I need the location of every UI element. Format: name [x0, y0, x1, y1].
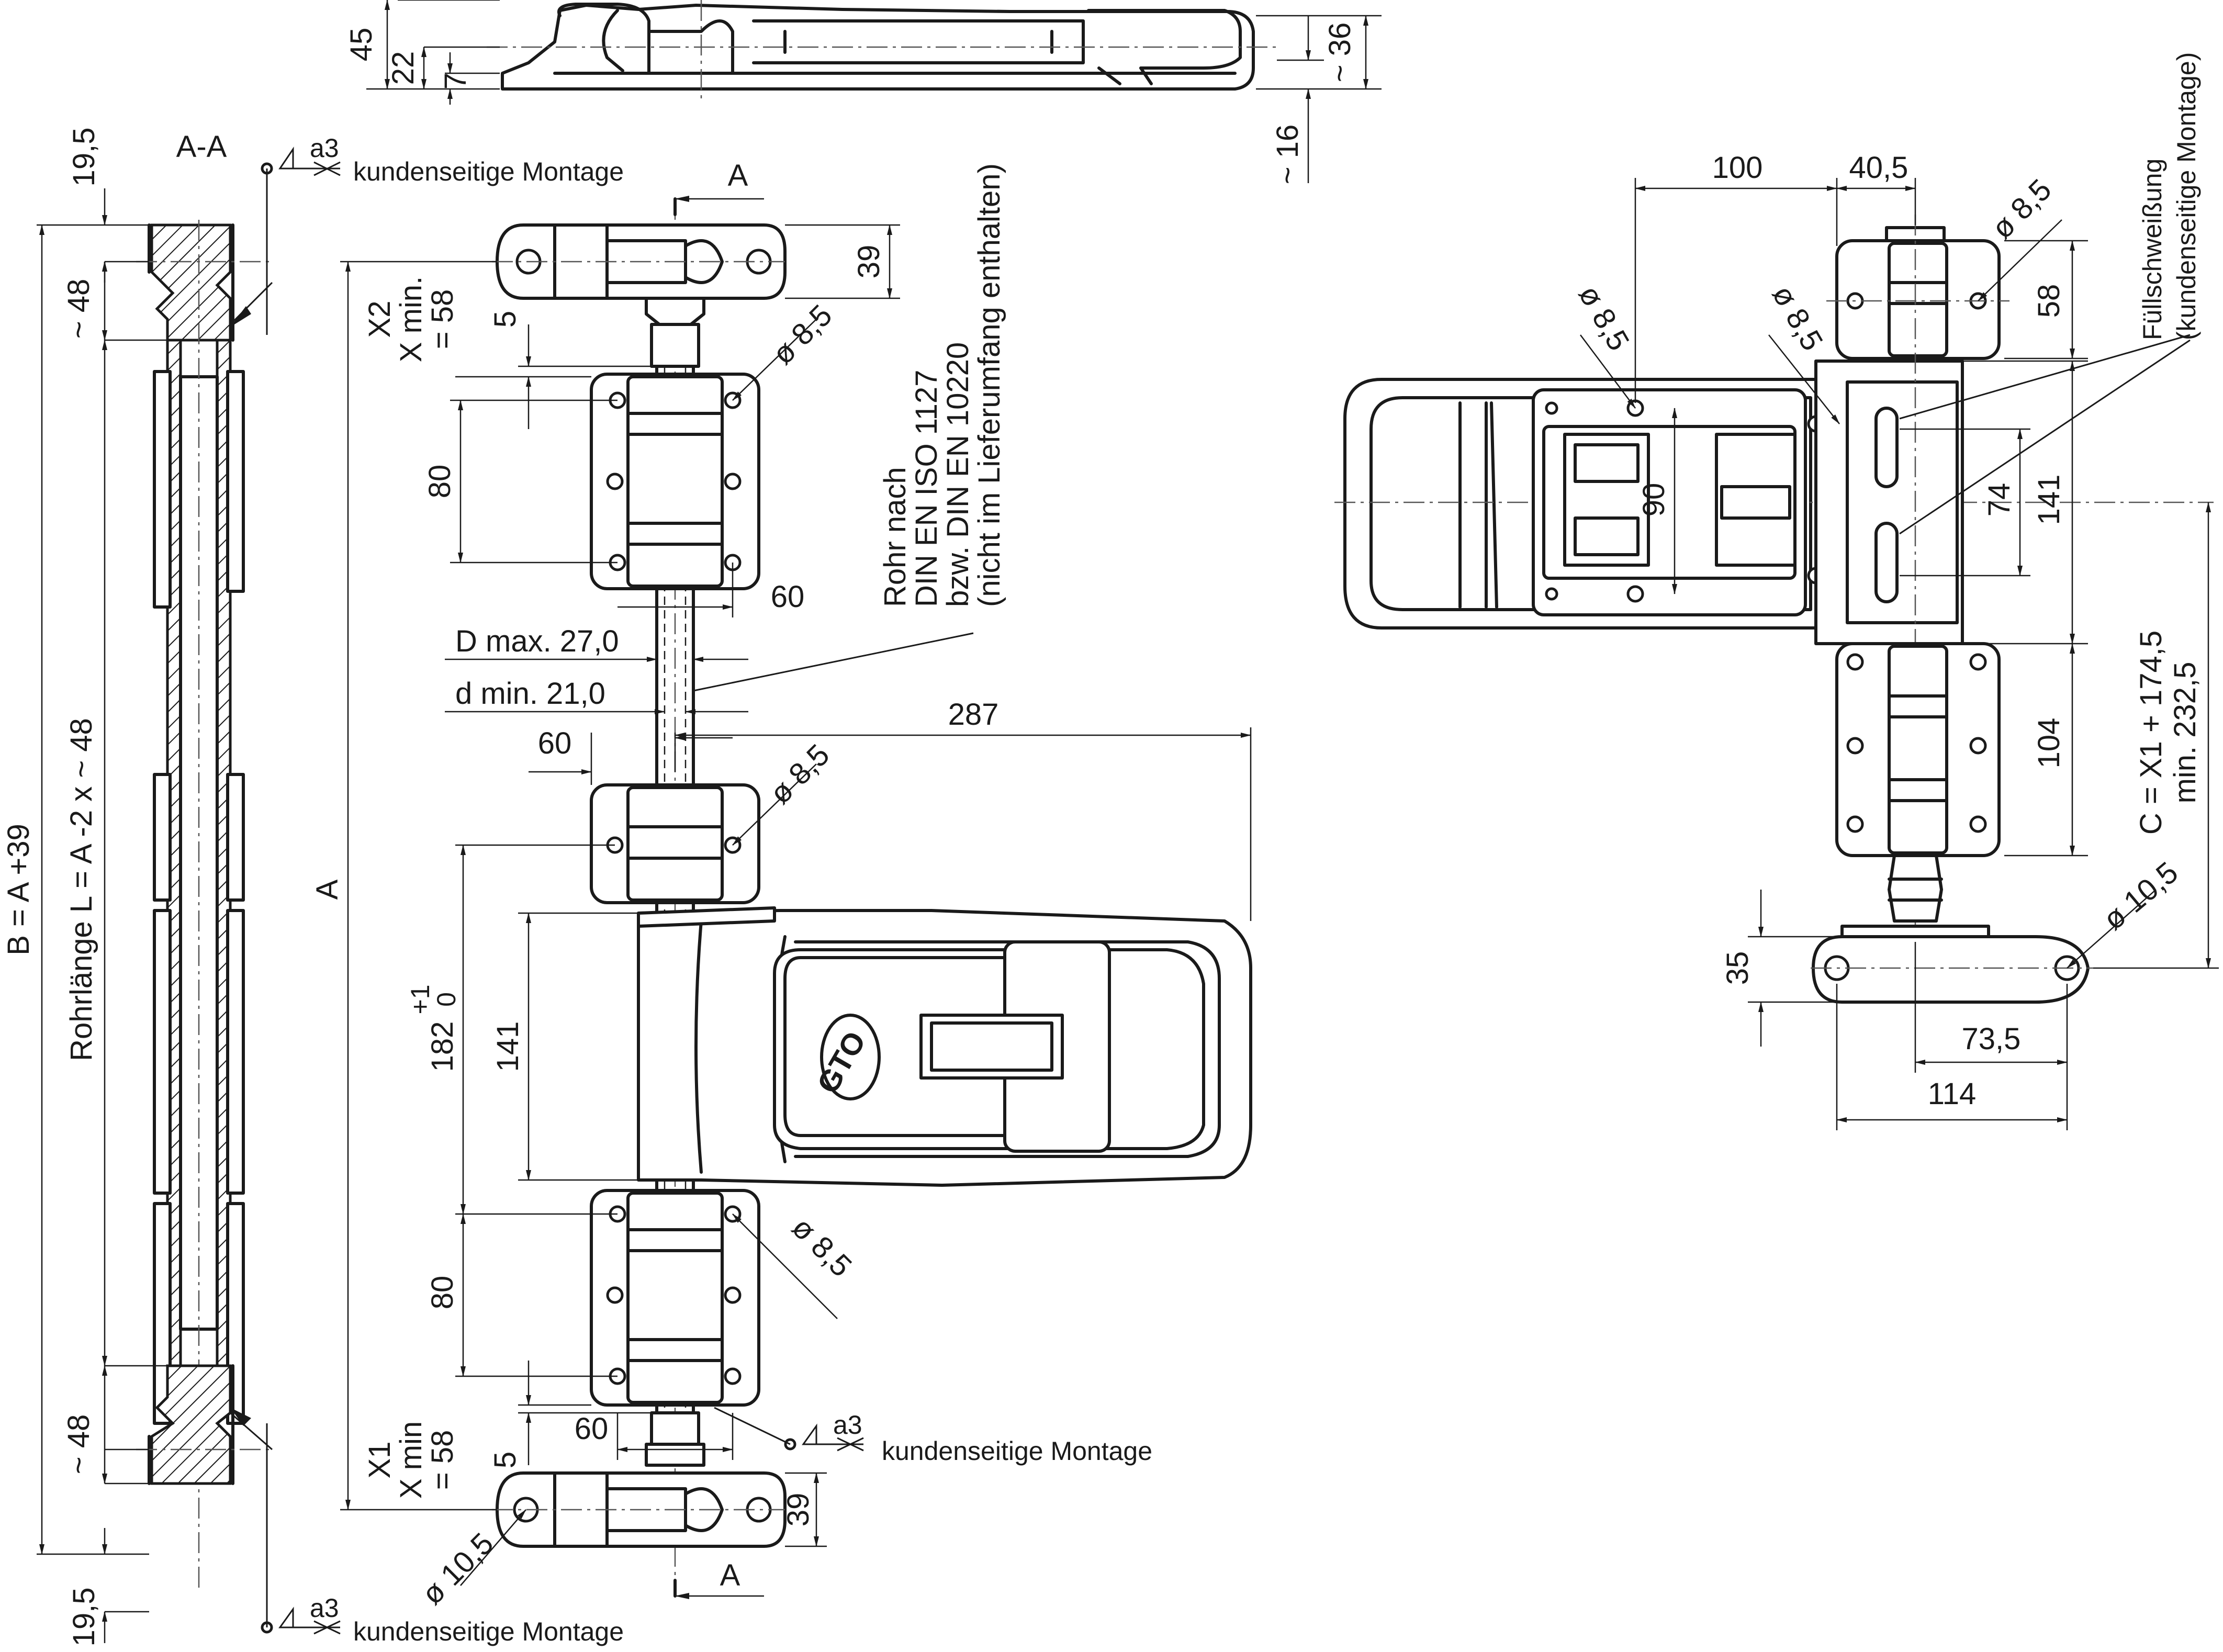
bottom-hinge-plate [590, 1189, 760, 1407]
dim-front-Xmin-bottom: X min [394, 1421, 428, 1499]
dim-front-141: 141 [491, 1021, 525, 1072]
pipe-note-line-3: bzw. DIN EN 10220 [941, 342, 975, 607]
pipe-note-line-4: (nicht im Lieferumfang enthalten) [972, 163, 1006, 607]
weld-note-bottom: kundenseitige Montage [353, 1617, 624, 1646]
dim-front-58-bottom: = 58 [425, 1430, 459, 1490]
dim-side-141: 141 [2032, 475, 2066, 525]
dim-front-39-bottom: 39 [781, 1493, 815, 1527]
dim-section-B: B = A +39 [2, 824, 36, 956]
dim-front-80-bottom: 80 [425, 1276, 459, 1310]
top-hinge-plate [590, 373, 760, 590]
dim-side-35: 35 [1721, 951, 1755, 985]
dim-section-48-top: ~ 48 [62, 279, 96, 339]
dia-front-8-5-top: ø 8,5 [766, 298, 838, 371]
dim-side-104: 104 [2032, 718, 2066, 769]
front-view: GTO 39 [310, 159, 1252, 1611]
dim-top-7: 7 [439, 73, 473, 89]
middle-guide [590, 783, 760, 904]
dim-side-90: 90 [1637, 483, 1671, 517]
dia-front-10-5: ø 10,5 [415, 1526, 500, 1611]
weld-symbol-bottom: a3 [310, 1593, 339, 1623]
section-marker-top: A [728, 159, 748, 193]
dim-front-Xmin-top: X min. [394, 276, 428, 362]
weld-symbol-top: a3 [310, 133, 339, 163]
dim-side-114: 114 [1928, 1077, 1976, 1111]
dim-section-48-bottom: ~ 48 [62, 1414, 96, 1475]
dia-side-8-5-plate: ø 8,5 [1572, 279, 1636, 356]
dim-front-Dmax: D max. 27,0 [455, 624, 619, 658]
dim-front-60-top: 60 [771, 580, 805, 614]
dim-front-287: 287 [948, 698, 999, 732]
weld-callout-top: a3 kundenseitige Montage [261, 133, 624, 335]
weld-note-top: kundenseitige Montage [353, 157, 624, 186]
dim-side-74: 74 [1982, 483, 2016, 517]
dim-front-60-middle: 60 [538, 726, 572, 760]
top-cam-lever [492, 223, 787, 368]
pipe-note-line-2: DIN EN ISO 1127 [910, 370, 944, 607]
fill-weld-note-line-1: Füllschweißung [2138, 159, 2167, 340]
side-view: Füllschweißung (kundenseitige Montage) 1… [1334, 52, 2219, 1130]
section-view: A-A 19 [2, 128, 273, 1647]
dim-side-C: C = X1 + 174,5 [2134, 631, 2168, 835]
dim-section-L: Rohrlänge L = A -2 x ~ 48 [64, 718, 98, 1061]
dim-front-X2: X2 [363, 301, 397, 338]
weld-callout-middle: a3 kundenseitige Montage [714, 1407, 1152, 1466]
dia-side-10-5: ø 10,5 [2097, 855, 2185, 936]
weld-symbol-middle: a3 [833, 1410, 862, 1440]
dim-side-73-5: 73,5 [1962, 1022, 2021, 1056]
dim-front-dmin: d min. 21,0 [455, 677, 605, 711]
dim-front-5-bottom: 5 [488, 1452, 522, 1468]
dim-side-40-5: 40,5 [1849, 151, 1908, 185]
dim-front-60-bottom: 60 [575, 1412, 609, 1446]
dim-side-C-min: min. 232,5 [2168, 662, 2202, 804]
dim-top-36: ~ 36 [1323, 23, 1357, 83]
weld-callout-bottom: a3 kundenseitige Montage [261, 1423, 624, 1646]
dia-front-8-5-bottom: ø 8,5 [785, 1210, 858, 1283]
section-marker-bottom: A [720, 1558, 740, 1592]
dim-front-X1: X1 [363, 1442, 397, 1479]
dia-side-8-5-hinge: ø 8,5 [1766, 279, 1829, 356]
dim-side-100: 100 [1712, 151, 1763, 185]
weld-note-middle: kundenseitige Montage [882, 1436, 1152, 1466]
dim-side-58: 58 [2032, 284, 2066, 318]
lock-housing: GTO [637, 906, 1252, 1187]
dim-top-16: ~ 16 [1271, 125, 1305, 185]
dim-front-182-minus-tol: 0 [432, 992, 461, 1007]
fill-weld-note-line-2: (kundenseitige Montage) [2172, 52, 2201, 340]
dim-front-58-top: = 58 [425, 289, 459, 350]
dim-section-19-5-top: 19,5 [67, 128, 101, 187]
dim-front-A: A [310, 879, 344, 900]
dia-front-8-5-middle: ø 8,5 [763, 738, 836, 811]
dim-front-5-top: 5 [488, 311, 522, 328]
top-view: 45 22 7 ~ 36 ~ 16 [344, 0, 1382, 184]
dim-top-45: 45 [344, 28, 378, 62]
dim-front-182: 182 [425, 1021, 459, 1072]
dim-front-39-top: 39 [852, 245, 886, 279]
dim-front-80-top: 80 [423, 465, 457, 499]
bottom-cam-lever [492, 1411, 787, 1548]
dim-section-19-5-bottom: 19,5 [67, 1588, 101, 1647]
dim-front-182-plus-tol: +1 [406, 984, 435, 1014]
section-label: A-A [176, 130, 227, 164]
pipe-note-line-1: Rohr nach [878, 467, 912, 607]
dim-top-22: 22 [386, 51, 420, 85]
